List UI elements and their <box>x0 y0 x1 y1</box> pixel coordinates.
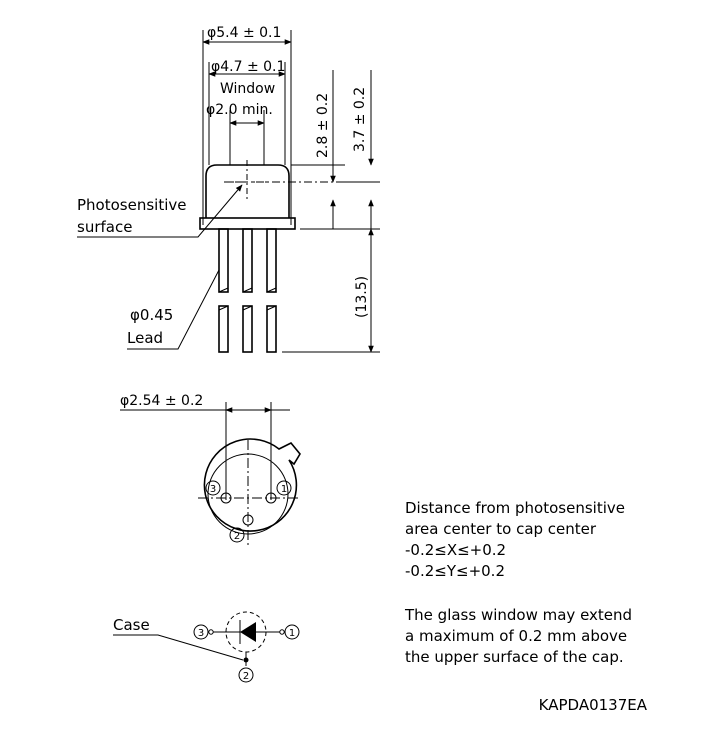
sch-pin-1-number: 1 <box>289 628 295 639</box>
dim-pin-pitch: φ2.54 ± 0.2 <box>120 393 203 409</box>
photodiode-triangle <box>240 622 256 642</box>
dim-case-diameter: φ5.4 ± 0.1 <box>207 25 281 41</box>
case-label: Case <box>113 616 150 634</box>
photosensitive-label-line2: surface <box>77 218 132 236</box>
bottom-view: φ2.54 ± 0.2 3 1 2 <box>120 393 301 545</box>
dim-surface-height: 2.8 ± 0.2 <box>315 93 331 158</box>
break-mark <box>242 305 253 311</box>
glass-note-line2: a maximum of 0.2 mm above <box>405 627 627 645</box>
pin-1-number: 1 <box>281 484 287 495</box>
lead-1-lower <box>266 305 277 353</box>
lead-2-upper <box>242 228 253 293</box>
break-mark <box>266 287 277 293</box>
lead-leader <box>127 269 220 350</box>
sch-pin-2-marker <box>238 667 254 683</box>
break-mark <box>266 305 277 311</box>
offset-x-range: -0.2≤X≤+0.2 <box>405 541 506 559</box>
pin-2-marker <box>229 527 245 543</box>
dim-lead-length: (13.5) <box>354 276 370 318</box>
sch-pin-1-marker <box>284 624 300 640</box>
pin-2-hole <box>242 514 254 526</box>
terminal-3 <box>208 629 214 635</box>
glass-note-line3: the upper surface of the cap. <box>405 648 624 666</box>
window-label: Window <box>220 81 275 97</box>
dim-total-height: 3.7 ± 0.2 <box>352 87 368 152</box>
sch-pin-3-number: 3 <box>198 628 204 639</box>
drawing-code: KAPDA0137EA <box>539 696 648 714</box>
break-mark <box>242 287 253 293</box>
lead-diameter: φ0.45 <box>130 306 173 324</box>
photosensitive-label-line1: Photosensitive <box>77 196 186 214</box>
notes: Distance from photosensitive area center… <box>404 499 648 714</box>
flange <box>199 217 296 230</box>
lead-label: Lead <box>127 329 163 347</box>
schematic-symbol: Case 3 1 2 <box>113 611 300 683</box>
offset-note-line1: Distance from photosensitive <box>405 499 625 517</box>
lead-1-upper <box>266 228 277 293</box>
sch-pin-2-number: 2 <box>243 671 249 682</box>
photosensitive-leader <box>77 184 243 238</box>
dim-window-diameter: φ4.7 ± 0.1 <box>211 59 285 75</box>
case-leader <box>113 634 244 661</box>
terminal-2 <box>243 657 249 663</box>
pin-3-hole <box>220 492 232 504</box>
offset-y-range: -0.2≤Y≤+0.2 <box>405 562 505 580</box>
break-mark <box>218 287 229 293</box>
pin-1-marker <box>276 480 292 496</box>
side-view: φ5.4 ± 0.1 φ4.7 ± 0.1 Window φ2.0 min. <box>77 25 380 353</box>
lead-2-lower <box>242 305 253 353</box>
dim-window-min: φ2.0 min. <box>206 102 273 118</box>
pin-2-number: 2 <box>234 531 240 542</box>
lead-3-upper <box>218 228 229 293</box>
lead-3-lower <box>218 305 229 353</box>
pin-3-marker <box>205 480 221 496</box>
sch-pin-3-marker <box>193 624 209 640</box>
break-mark <box>218 305 229 311</box>
pin-3-number: 3 <box>210 484 216 495</box>
pin-1-hole <box>265 492 277 504</box>
terminal-1 <box>279 629 285 635</box>
glass-note-line1: The glass window may extend <box>404 606 632 624</box>
offset-note-line2: area center to cap center <box>405 520 597 538</box>
